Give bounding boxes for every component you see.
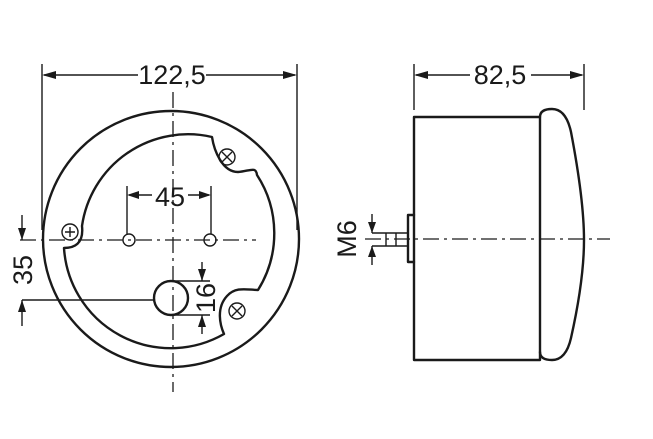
dim-hole-spacing-text: 45 bbox=[155, 182, 185, 212]
screw-left bbox=[61, 223, 79, 241]
outer-housing-circle bbox=[41, 109, 301, 369]
side-lens-dome bbox=[538, 107, 586, 362]
screw-top-right bbox=[218, 148, 236, 166]
dim-thread-text: M6 bbox=[332, 220, 362, 258]
cable-hole bbox=[152, 279, 190, 317]
dim-hole-diameter-text: 16 bbox=[191, 283, 221, 313]
dim-width-text: 122,5 bbox=[138, 60, 206, 90]
inner-lens-outline bbox=[62, 133, 276, 350]
dimension-width: 122,5 bbox=[41, 60, 298, 230]
front-view: 122,5 45 35 16 bbox=[8, 60, 301, 392]
dim-depth-text: 82,5 bbox=[474, 60, 527, 90]
side-view: 82,5 M6 bbox=[332, 60, 610, 362]
dimension-vertical: 35 bbox=[8, 215, 155, 326]
dimension-depth: 82,5 bbox=[413, 60, 585, 110]
dimension-hole-diameter: 16 bbox=[171, 262, 221, 334]
screw-bottom-right bbox=[228, 302, 246, 320]
dimension-thread: M6 bbox=[332, 214, 376, 265]
side-body-outline bbox=[412, 115, 542, 362]
dim-vertical-text: 35 bbox=[8, 255, 38, 285]
dimension-hole-spacing: 45 bbox=[126, 182, 212, 234]
